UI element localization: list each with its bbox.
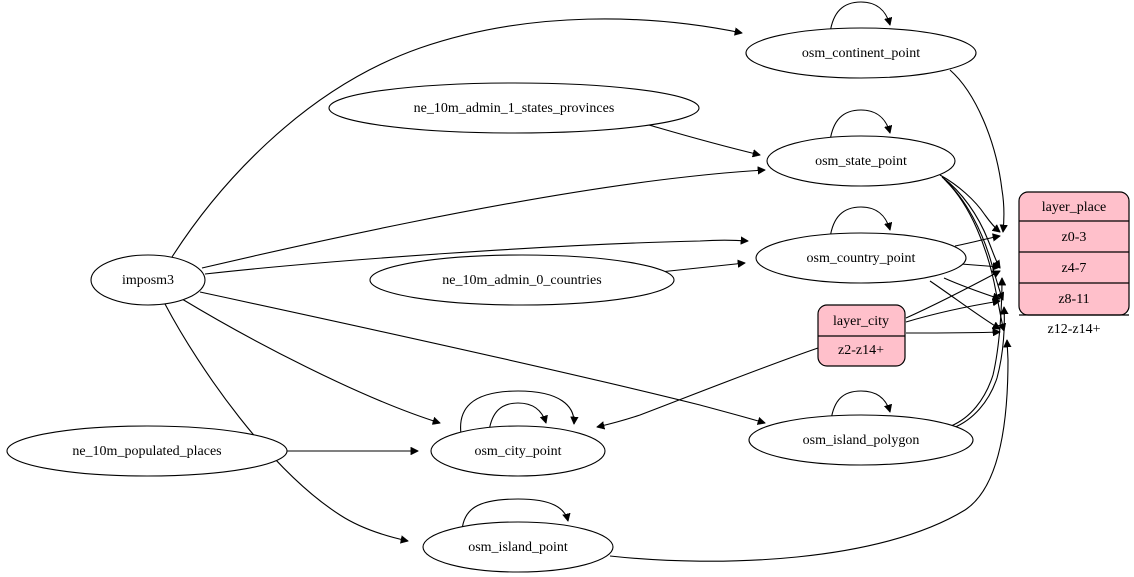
edge-osm_island_polygon-to-layer_place-z4_7 (950, 278, 1002, 427)
node-shape-osm-island-point[interactable] (422, 521, 614, 573)
node-shape-imposm3[interactable] (90, 254, 206, 306)
edge-self-osm_island_point (461, 498, 568, 531)
edge-imposm3-to-osm_state_point (201, 170, 765, 269)
node-shape-osm-continent-point[interactable] (745, 27, 977, 79)
edge-osm_country_point-to-layer_place-z4_7 (960, 264, 1000, 267)
node-ne-10m-admin-0-countries[interactable]: ne_10m_admin_0_countries (369, 254, 675, 306)
edge-imposm3-to-osm_island_point (164, 303, 408, 541)
node-shape-ne-countries[interactable] (369, 254, 675, 306)
edge-self-osm_state_point (829, 109, 890, 142)
edge-loop-outer-osm_city_point (460, 390, 574, 435)
edge-imposm3-to-osm_country_point (204, 240, 748, 275)
node-imposm3[interactable]: imposm3 (90, 254, 206, 306)
edges-layer (164, 1, 1008, 562)
edge-layer_city-to-layer_place-z4_7 (905, 271, 1000, 319)
edge-osm_island_polygon-to-layer_place-z8_11 (952, 307, 1004, 429)
edge-ne_states-to-osm_state_point (648, 124, 760, 155)
node-layer-place[interactable]: layer_place z0-3 z4-7 z8-11 z12-z14+ (1018, 191, 1130, 346)
edge-layer_city-to-osm_city_point (597, 347, 819, 427)
edge-osm_state_point-to-layer_place-z4_7 (941, 176, 1000, 268)
node-osm-country-point[interactable]: osm_country_point (755, 232, 967, 284)
edge-osm_continent_point-to-layer_place-z0_3 (949, 69, 1004, 232)
edge-self-osm_city_point (488, 402, 546, 432)
edge-layer_city-to-layer_place-z8_11 (905, 301, 1000, 323)
edge-self-osm_country_point (829, 206, 890, 239)
edge-imposm3-to-osm_island_polygon (199, 291, 765, 423)
edge-osm_state_point-to-layer_place-z12_z14 (945, 180, 1004, 331)
edge-ne_countries-to-osm_country_point (659, 263, 745, 273)
edge-imposm3-to-osm_continent_point (171, 18, 742, 258)
node-shape-ne-states[interactable] (328, 82, 700, 134)
node-osm-state-point[interactable]: osm_state_point (766, 135, 956, 187)
edge-self-osm_continent_point (829, 1, 890, 34)
node-shape-osm-city-point[interactable] (430, 425, 606, 477)
edge-self-osm_island_polygon (830, 390, 890, 421)
edge-osm_state_point-to-layer_place-z0_3 (939, 174, 1000, 232)
edge-osm_country_point-to-layer_place-z8_11 (943, 277, 1000, 299)
nodes-layer: imposm3 ne_10m_admin_1_states_provinces … (6, 27, 1130, 573)
edge-imposm3-to-osm_city_point (181, 298, 440, 423)
edge-osm_country_point-to-layer_place-z12_z14 (929, 280, 1000, 329)
edge-osm_state_point-to-layer_place-z8_11 (943, 178, 1003, 300)
layer-place-row-z12-z14plus[interactable]: z12-z14+ (1048, 322, 1101, 337)
edge-osm_island_point-to-layer_place-z12_z14 (609, 340, 1008, 562)
edge-osm_country_point-to-layer_place-z0_3 (954, 236, 1000, 247)
node-shape-osm-state-point[interactable] (766, 135, 956, 187)
node-ne-10m-admin-1-states-provinces[interactable]: ne_10m_admin_1_states_provinces (328, 82, 700, 134)
node-layer-city[interactable]: layer_city z2-z14+ (817, 304, 906, 367)
node-shape-osm-country-point[interactable] (755, 232, 967, 284)
layer-place-bottom-cap (1019, 315, 1129, 346)
node-shape-osm-island-polygon[interactable] (748, 414, 974, 466)
node-osm-continent-point[interactable]: osm_continent_point (745, 27, 977, 79)
node-osm-island-polygon[interactable]: osm_island_polygon (748, 414, 974, 466)
node-ne-10m-populated-places[interactable]: ne_10m_populated_places (6, 425, 288, 477)
node-shape-layer-place[interactable] (1018, 191, 1130, 316)
node-shape-ne-populated[interactable] (6, 425, 288, 477)
node-osm-island-point[interactable]: osm_island_point (422, 521, 614, 573)
node-osm-city-point[interactable]: osm_city_point (430, 425, 606, 477)
edge-layer_city-to-layer_place-z12_z14 (905, 332, 1000, 333)
